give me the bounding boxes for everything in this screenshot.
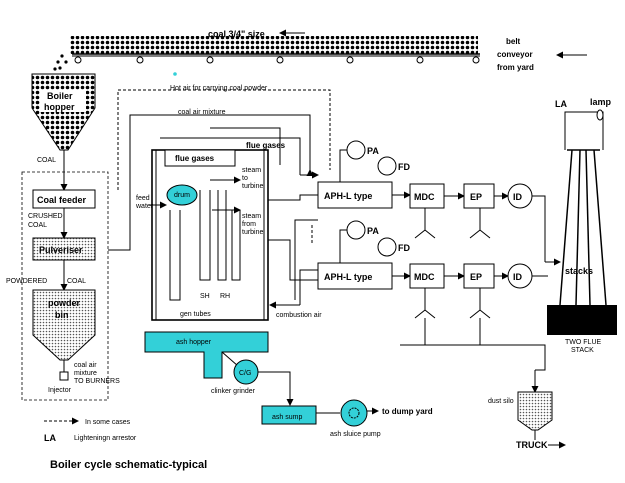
sh-label: SH bbox=[200, 293, 210, 300]
aph-upper-label: APH-L type bbox=[324, 191, 372, 201]
diagram-title: Boiler cycle schematic-typical bbox=[50, 459, 207, 471]
steam-to-1: steam bbox=[242, 167, 261, 174]
mdc-lower-label: MDC bbox=[414, 272, 435, 282]
ash-sump bbox=[261, 405, 317, 425]
steam-drum bbox=[166, 184, 198, 206]
dust-silo bbox=[517, 391, 553, 431]
pulveriser-label: Pulveriser bbox=[39, 245, 83, 255]
ash-hopper bbox=[144, 331, 269, 379]
id-lower-label: ID bbox=[513, 272, 523, 282]
la-label: LA bbox=[555, 99, 567, 109]
steam-from-3: turbine bbox=[242, 229, 264, 236]
ep-upper-label: EP bbox=[470, 192, 482, 202]
ash-sluice-label: ash sluice pump bbox=[330, 431, 381, 438]
coal-air-label: coal air bbox=[74, 362, 97, 369]
from-yard-label: from yard bbox=[497, 63, 534, 72]
ep-lower-label: EP bbox=[470, 272, 482, 282]
steam-from-1: steam bbox=[242, 213, 261, 220]
pa-fan-lower-icon bbox=[346, 220, 366, 240]
coal-feeder-label: Coal feeder bbox=[37, 195, 87, 205]
ash-sump-label: ash sump bbox=[272, 414, 302, 421]
fd-lower-label: FD bbox=[398, 243, 410, 253]
flue-gases-inner-label: flue gases bbox=[175, 154, 215, 163]
bin-label-1: powder bbox=[48, 298, 80, 308]
fd-upper-label: FD bbox=[398, 162, 410, 172]
powder-bin bbox=[32, 289, 96, 361]
ash-hopper-label: ash hopper bbox=[176, 339, 212, 346]
mixture-label: mixture bbox=[74, 370, 97, 377]
injector-box bbox=[59, 371, 69, 381]
drum-label: drum bbox=[174, 192, 190, 199]
lamp-icon bbox=[596, 109, 604, 121]
belt-label: belt bbox=[506, 37, 521, 46]
dust-silo-label: dust silo bbox=[488, 398, 514, 405]
ash-sluice-pump-icon bbox=[340, 399, 368, 427]
stack-label: STACK bbox=[571, 347, 594, 354]
mdc-upper-box bbox=[409, 183, 445, 209]
feed-label: feed bbox=[136, 195, 150, 202]
boiler-hopper bbox=[31, 73, 96, 151]
powdered-label: POWDERED bbox=[6, 278, 47, 285]
combustion-air-label: combustion air bbox=[276, 312, 322, 319]
fd-fan-upper-icon bbox=[377, 156, 397, 176]
to-burners-label: TO BURNERS bbox=[74, 378, 120, 385]
mdc-lower-box bbox=[409, 263, 445, 289]
dump-yard-label: to dump yard bbox=[382, 407, 433, 416]
coal-size-label: coal 3/4" size bbox=[208, 29, 265, 39]
pa-upper-label: PA bbox=[367, 146, 379, 156]
crushed-label: CRUSHED bbox=[28, 213, 63, 220]
rh-label: RH bbox=[220, 293, 230, 300]
truck-label: TRUCK bbox=[516, 440, 548, 450]
two-flue-label: TWO FLUE bbox=[565, 339, 601, 346]
legend-la: LA bbox=[44, 433, 56, 443]
mdc-upper-label: MDC bbox=[414, 192, 435, 202]
stacks-label: stacks bbox=[565, 266, 593, 276]
coal-label: COAL bbox=[37, 157, 56, 164]
conveyor-label: conveyor bbox=[497, 50, 533, 59]
aph-lower-label: APH-L type bbox=[324, 272, 372, 282]
water-label: water bbox=[135, 203, 154, 210]
steam-to-2: to bbox=[242, 175, 248, 182]
coal-air-mixture-label: coal air mixture bbox=[178, 109, 226, 116]
steam-to-3: turbine bbox=[242, 183, 264, 190]
crushed-coal-label: COAL bbox=[28, 222, 47, 229]
lamp-label: lamp bbox=[590, 97, 612, 107]
ep-lower-box bbox=[463, 263, 495, 289]
fd-fan-lower-icon bbox=[377, 237, 397, 257]
hot-air-label: Hot air for carrying coal powder bbox=[170, 85, 268, 92]
clinker-grinder-label: clinker grinder bbox=[211, 388, 256, 395]
hopper-label-1: Boiler bbox=[47, 91, 73, 101]
cg-label: C/G bbox=[239, 370, 251, 377]
steam-from-2: from bbox=[242, 221, 256, 228]
gen-tubes-label: gen tubes bbox=[180, 311, 211, 318]
pa-lower-label: PA bbox=[367, 226, 379, 236]
powdered-coal-label: COAL bbox=[67, 278, 86, 285]
legend-dashed-label: In some cases bbox=[85, 419, 131, 426]
belt-conveyor bbox=[53, 29, 587, 76]
bin-label-2: bin bbox=[55, 310, 69, 320]
flue-gases-label: flue gases bbox=[246, 141, 286, 150]
boiler-furnace bbox=[151, 127, 319, 321]
injector-label: Injector bbox=[48, 387, 72, 394]
pa-fan-upper-icon bbox=[346, 140, 366, 160]
ep-upper-box bbox=[463, 183, 495, 209]
aph-upper-box bbox=[317, 181, 393, 209]
id-upper-label: ID bbox=[513, 192, 523, 202]
legend-la-text: Lighteningn arrestor bbox=[74, 435, 137, 442]
two-flue-stack bbox=[545, 111, 617, 335]
hopper-label-2: hopper bbox=[44, 102, 75, 112]
